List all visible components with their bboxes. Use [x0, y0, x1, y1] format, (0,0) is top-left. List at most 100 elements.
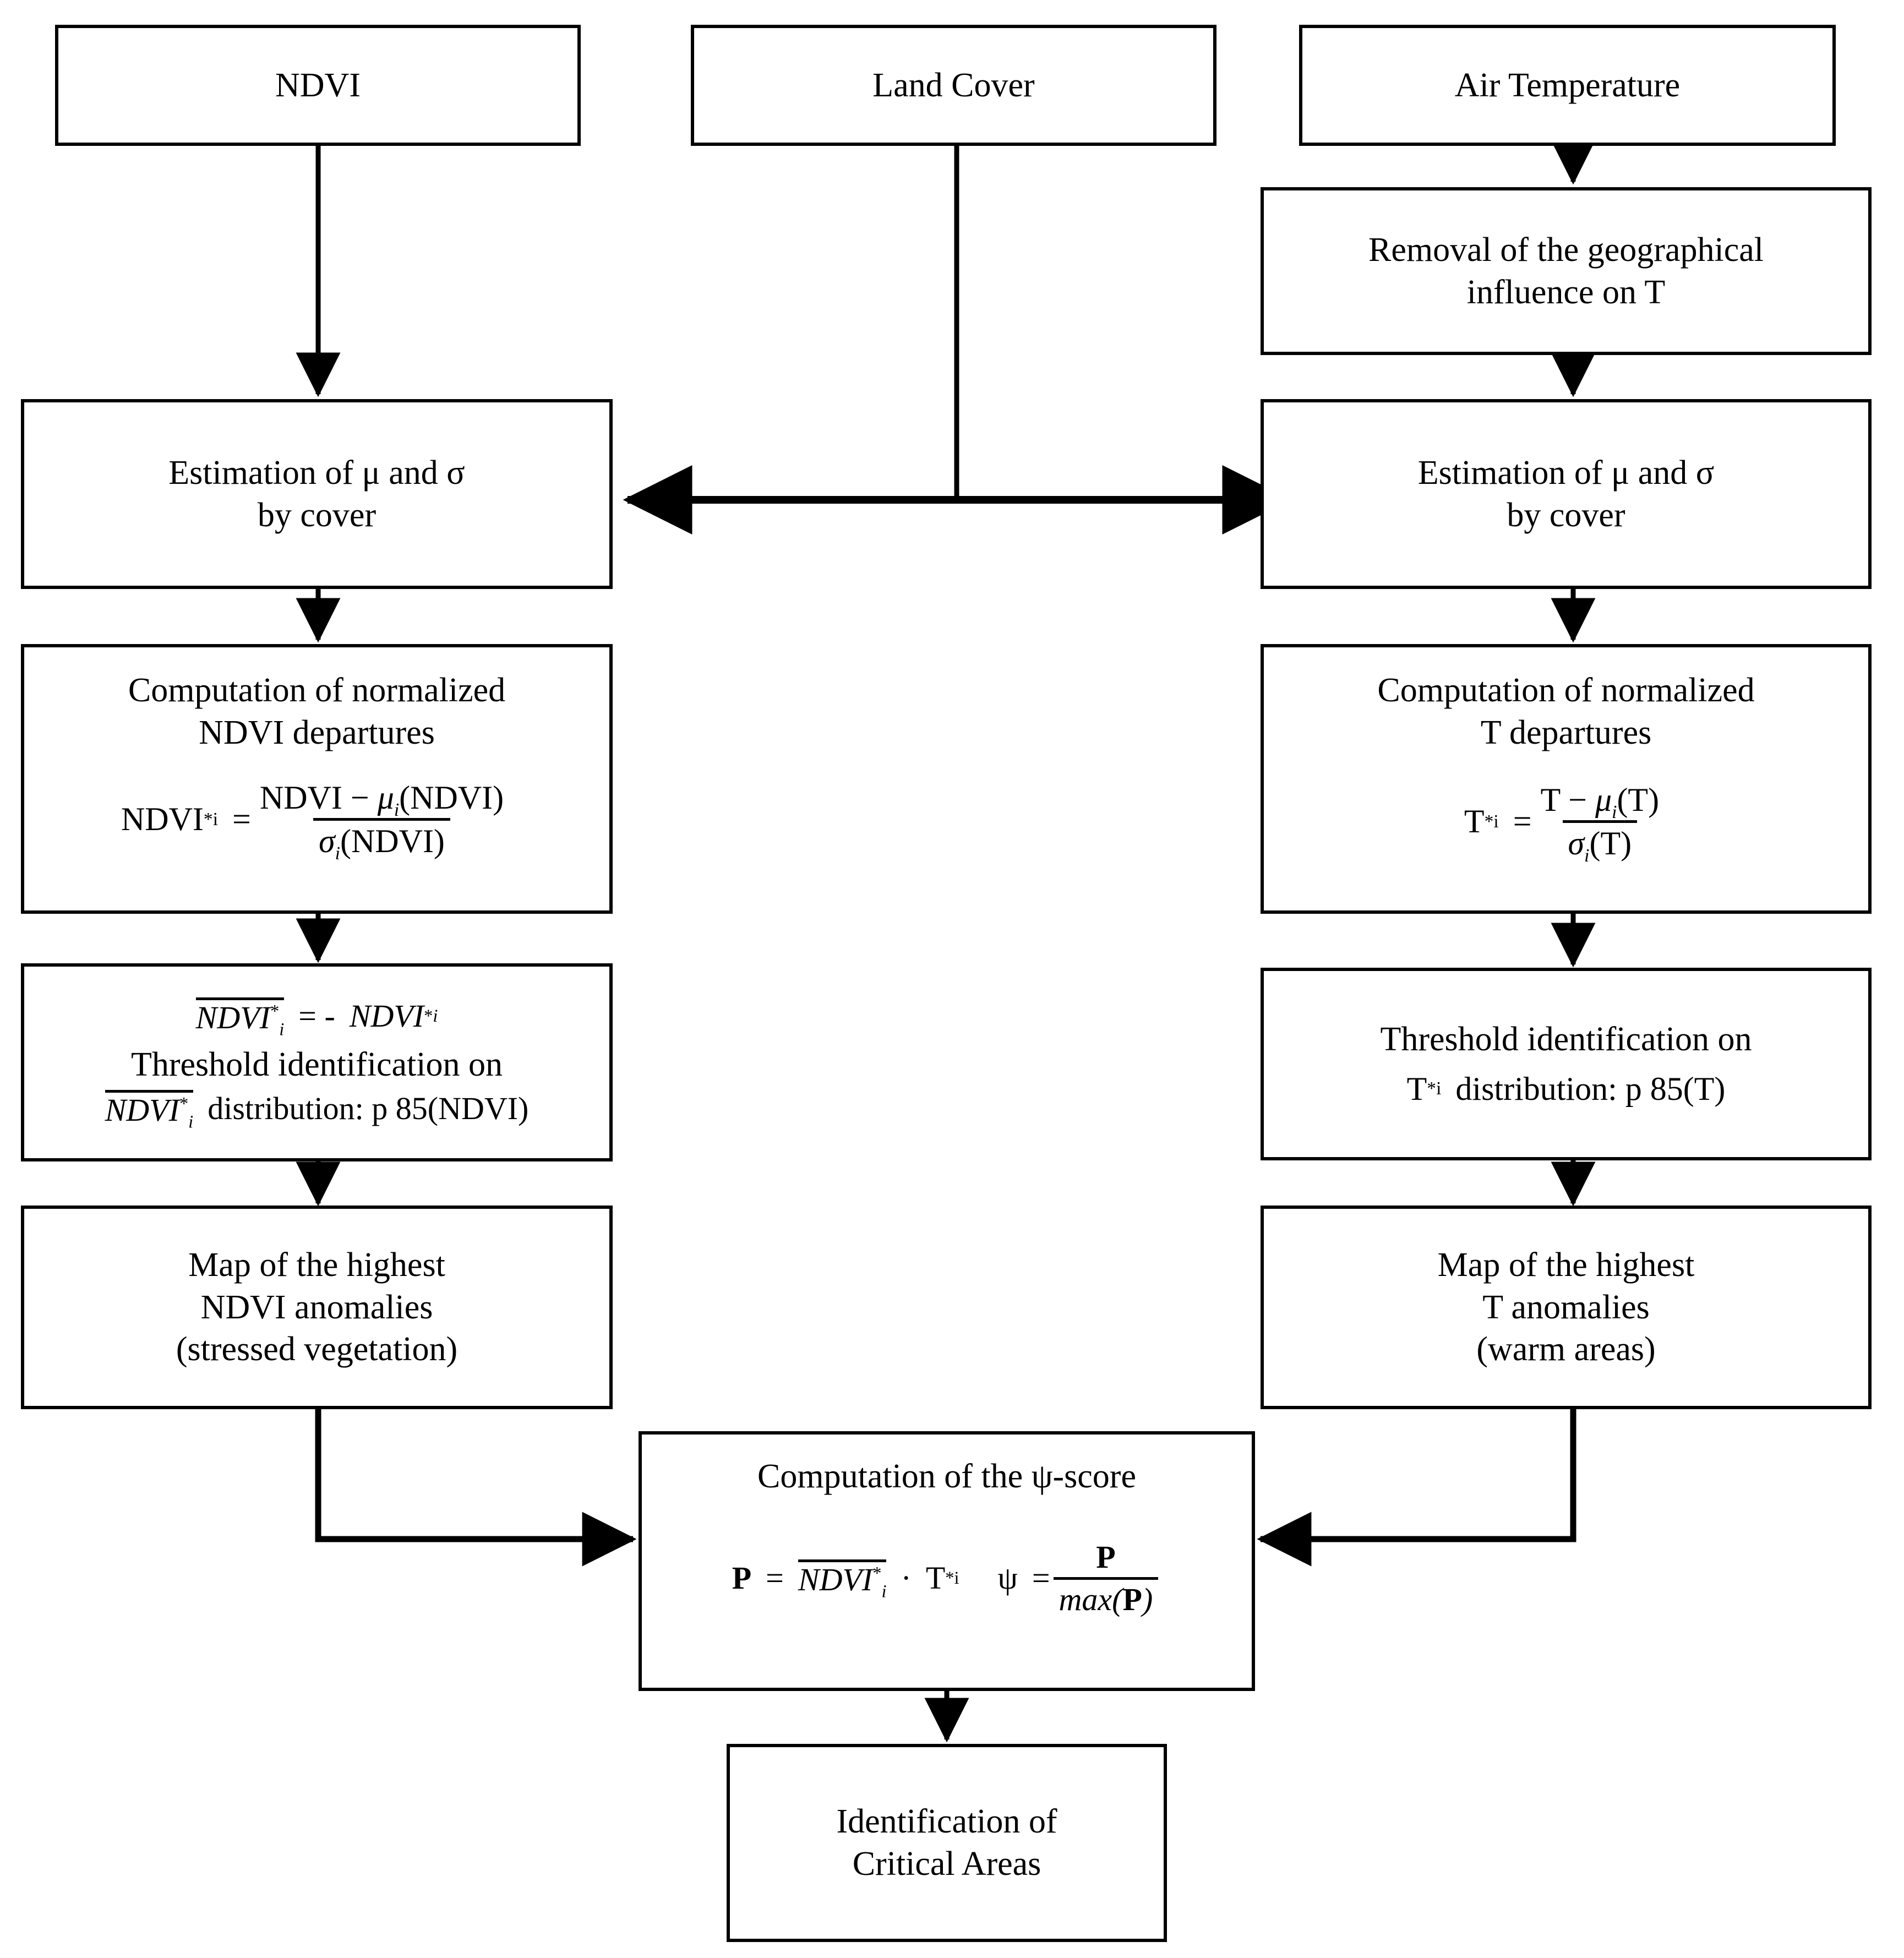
node-critical-areas[interactable]: Identification of Critical Areas	[727, 1744, 1167, 1942]
norm-ndvi-num-mu: μ	[377, 779, 394, 816]
removal-line-2: influence on T	[1466, 273, 1666, 311]
estimation-left-line-1: Estimation of μ and σ	[168, 454, 465, 492]
threshold-ndvi-eq-sign: = -	[298, 997, 335, 1034]
psi-score-title: Computation of the ψ-score	[757, 1458, 1136, 1495]
threshold-ndvi-dist-var: NDVI	[105, 1092, 179, 1128]
node-air-temperature[interactable]: Air Temperature	[1299, 25, 1836, 146]
norm-ndvi-den-b: (NDVI)	[340, 823, 445, 860]
threshold-t-distribution: T*i distribution: p 85(T)	[1407, 1068, 1726, 1109]
node-map-ndvi-anomalies[interactable]: Map of the highest NDVI anomalies (stres…	[21, 1206, 613, 1409]
node-estimation-right[interactable]: Estimation of μ and σ by cover	[1261, 399, 1872, 589]
norm-ndvi-num-mu-sub: i	[394, 799, 400, 820]
norm-t-num-b: (T)	[1617, 781, 1660, 818]
node-map-t-anomalies[interactable]: Map of the highest T anomalies (warm are…	[1261, 1206, 1872, 1409]
norm-t-num-a: T −	[1540, 781, 1595, 818]
estimation-right-line-2: by cover	[1507, 496, 1625, 534]
node-threshold-identification-ndvi[interactable]: NDVI*i = - NDVI*i Threshold identificati…	[21, 963, 613, 1161]
norm-t-eq: =	[1513, 803, 1532, 840]
psi-den-p: P	[1122, 1581, 1142, 1617]
threshold-ndvi-dist-sub: i	[188, 1112, 194, 1133]
psi-eq: =	[1032, 1560, 1050, 1596]
psi-den-close: )	[1142, 1581, 1153, 1617]
psi-lhs: ψ	[997, 1560, 1018, 1596]
threshold-ndvi-eq-lhs-sup: *	[270, 1001, 280, 1022]
critical-areas-line-1: Identification of	[836, 1803, 1057, 1841]
norm-ndvi-num-a: NDVI −	[259, 779, 378, 816]
norm-t-num-mu-sub: i	[1612, 801, 1617, 822]
estimation-left-line-2: by cover	[257, 496, 377, 534]
psi-score-formulas: P = NDVI*i · T*i ψ = P max(P)	[732, 1537, 1162, 1619]
edge-map-ndvi-to-psi	[315, 1409, 637, 1567]
threshold-ndvi-dist-sup: *	[179, 1094, 189, 1115]
threshold-ndvi-eq-rhs: NDVI	[349, 997, 424, 1034]
threshold-ndvi-line-text: Threshold identification on	[131, 1045, 503, 1083]
map-ndvi-line-1: Map of the highest	[188, 1246, 445, 1284]
node-land-cover-label: Land Cover	[872, 66, 1035, 104]
norm-ndvi-line-1: Computation of normalized	[128, 672, 506, 709]
norm-t-line-2: T departures	[1480, 713, 1652, 751]
norm-t-line-1: Computation of normalized	[1377, 672, 1755, 709]
psi-den-max: max(	[1059, 1581, 1123, 1617]
norm-ndvi-den-sigma: σ	[319, 823, 335, 860]
threshold-ndvi-eq-lhs-sub: i	[279, 1019, 285, 1040]
edge-map-t-to-psi	[1257, 1409, 1576, 1567]
norm-ndvi-num-b: (NDVI)	[399, 779, 504, 816]
map-t-line-1: Map of the highest	[1437, 1246, 1695, 1284]
map-ndvi-line-2: NDVI anomalies	[200, 1288, 433, 1326]
node-ndvi-label: NDVI	[275, 66, 361, 104]
norm-t-numerator: T − μi(T)	[1535, 779, 1665, 822]
psi-p-ndvi-sub: i	[881, 1581, 887, 1602]
psi-p-overline-ndvi: NDVI*i	[798, 1559, 887, 1601]
threshold-ndvi-eq-lhs: NDVI	[195, 999, 270, 1035]
removal-line-1: Removal of the geographical	[1368, 231, 1764, 269]
psi-fraction: P max(P)	[1053, 1537, 1159, 1619]
norm-ndvi-lhs: NDVI	[121, 801, 204, 838]
estimation-right-line-1: Estimation of μ and σ	[1417, 454, 1715, 492]
map-ndvi-line-3: (stressed vegetation)	[176, 1330, 458, 1368]
threshold-ndvi-equation: NDVI*i = - NDVI*i	[195, 996, 438, 1038]
map-t-line-3: (warm areas)	[1476, 1330, 1656, 1368]
threshold-ndvi-distribution: NDVI*i distribution: p 85(NDVI)	[105, 1089, 529, 1131]
threshold-ndvi-overline-lhs: NDVI*i	[195, 997, 285, 1038]
psi-denominator: max(P)	[1053, 1577, 1159, 1619]
critical-areas-line-2: Critical Areas	[852, 1845, 1041, 1883]
psi-p-ndvi-sup: *	[872, 1564, 882, 1584]
norm-ndvi-line-2: NDVI departures	[199, 713, 435, 751]
threshold-t-line-text: Threshold identification on	[1380, 1021, 1752, 1059]
node-normalized-t-departures[interactable]: Computation of normalized T departures T…	[1261, 644, 1872, 914]
psi-p-eq: =	[766, 1560, 784, 1596]
norm-t-fraction: T − μi(T) σi(T)	[1535, 779, 1665, 866]
node-normalized-ndvi-departures[interactable]: Computation of normalized NDVI departure…	[21, 644, 613, 914]
node-land-cover[interactable]: Land Cover	[691, 25, 1216, 146]
norm-t-den-sigma: σ	[1568, 825, 1585, 862]
norm-ndvi-formula: NDVI*i = NDVI − μi(NDVI) σi(NDVI)	[121, 777, 512, 864]
norm-t-den-b: (T)	[1589, 825, 1632, 862]
norm-ndvi-fraction: NDVI − μi(NDVI) σi(NDVI)	[254, 777, 509, 864]
norm-t-lhs: T	[1464, 803, 1485, 840]
node-psi-score[interactable]: Computation of the ψ-score P = NDVI*i · …	[639, 1431, 1255, 1691]
norm-ndvi-denominator: σi(NDVI)	[313, 818, 450, 864]
norm-t-den-sub: i	[1584, 846, 1590, 866]
norm-t-num-mu: μ	[1595, 781, 1612, 818]
psi-p-dot: ·	[901, 1560, 912, 1596]
norm-t-denominator: σi(T)	[1562, 820, 1638, 866]
node-air-temperature-label: Air Temperature	[1454, 66, 1681, 104]
node-removal-geographical-influence[interactable]: Removal of the geographical influence on…	[1261, 187, 1872, 355]
norm-ndvi-den-sub: i	[335, 843, 340, 864]
threshold-t-dist-text: distribution: p 85(T)	[1455, 1071, 1726, 1108]
norm-ndvi-eq: =	[232, 801, 251, 838]
psi-p-t: T	[925, 1560, 946, 1596]
threshold-ndvi-dist-text: distribution: p 85(NDVI)	[208, 1090, 529, 1127]
threshold-ndvi-overline-dist: NDVI*i	[105, 1090, 194, 1131]
node-ndvi[interactable]: NDVI	[55, 25, 581, 146]
psi-numerator: P	[1096, 1539, 1116, 1575]
map-t-line-2: T anomalies	[1482, 1288, 1650, 1326]
node-estimation-left[interactable]: Estimation of μ and σ by cover	[21, 399, 613, 589]
node-threshold-identification-t[interactable]: Threshold identification on T*i distribu…	[1261, 968, 1872, 1160]
norm-ndvi-numerator: NDVI − μi(NDVI)	[254, 777, 509, 820]
threshold-t-dist-var: T	[1406, 1071, 1427, 1108]
psi-p-lhs: P	[732, 1560, 752, 1596]
psi-p-ndvi: NDVI	[798, 1562, 873, 1598]
